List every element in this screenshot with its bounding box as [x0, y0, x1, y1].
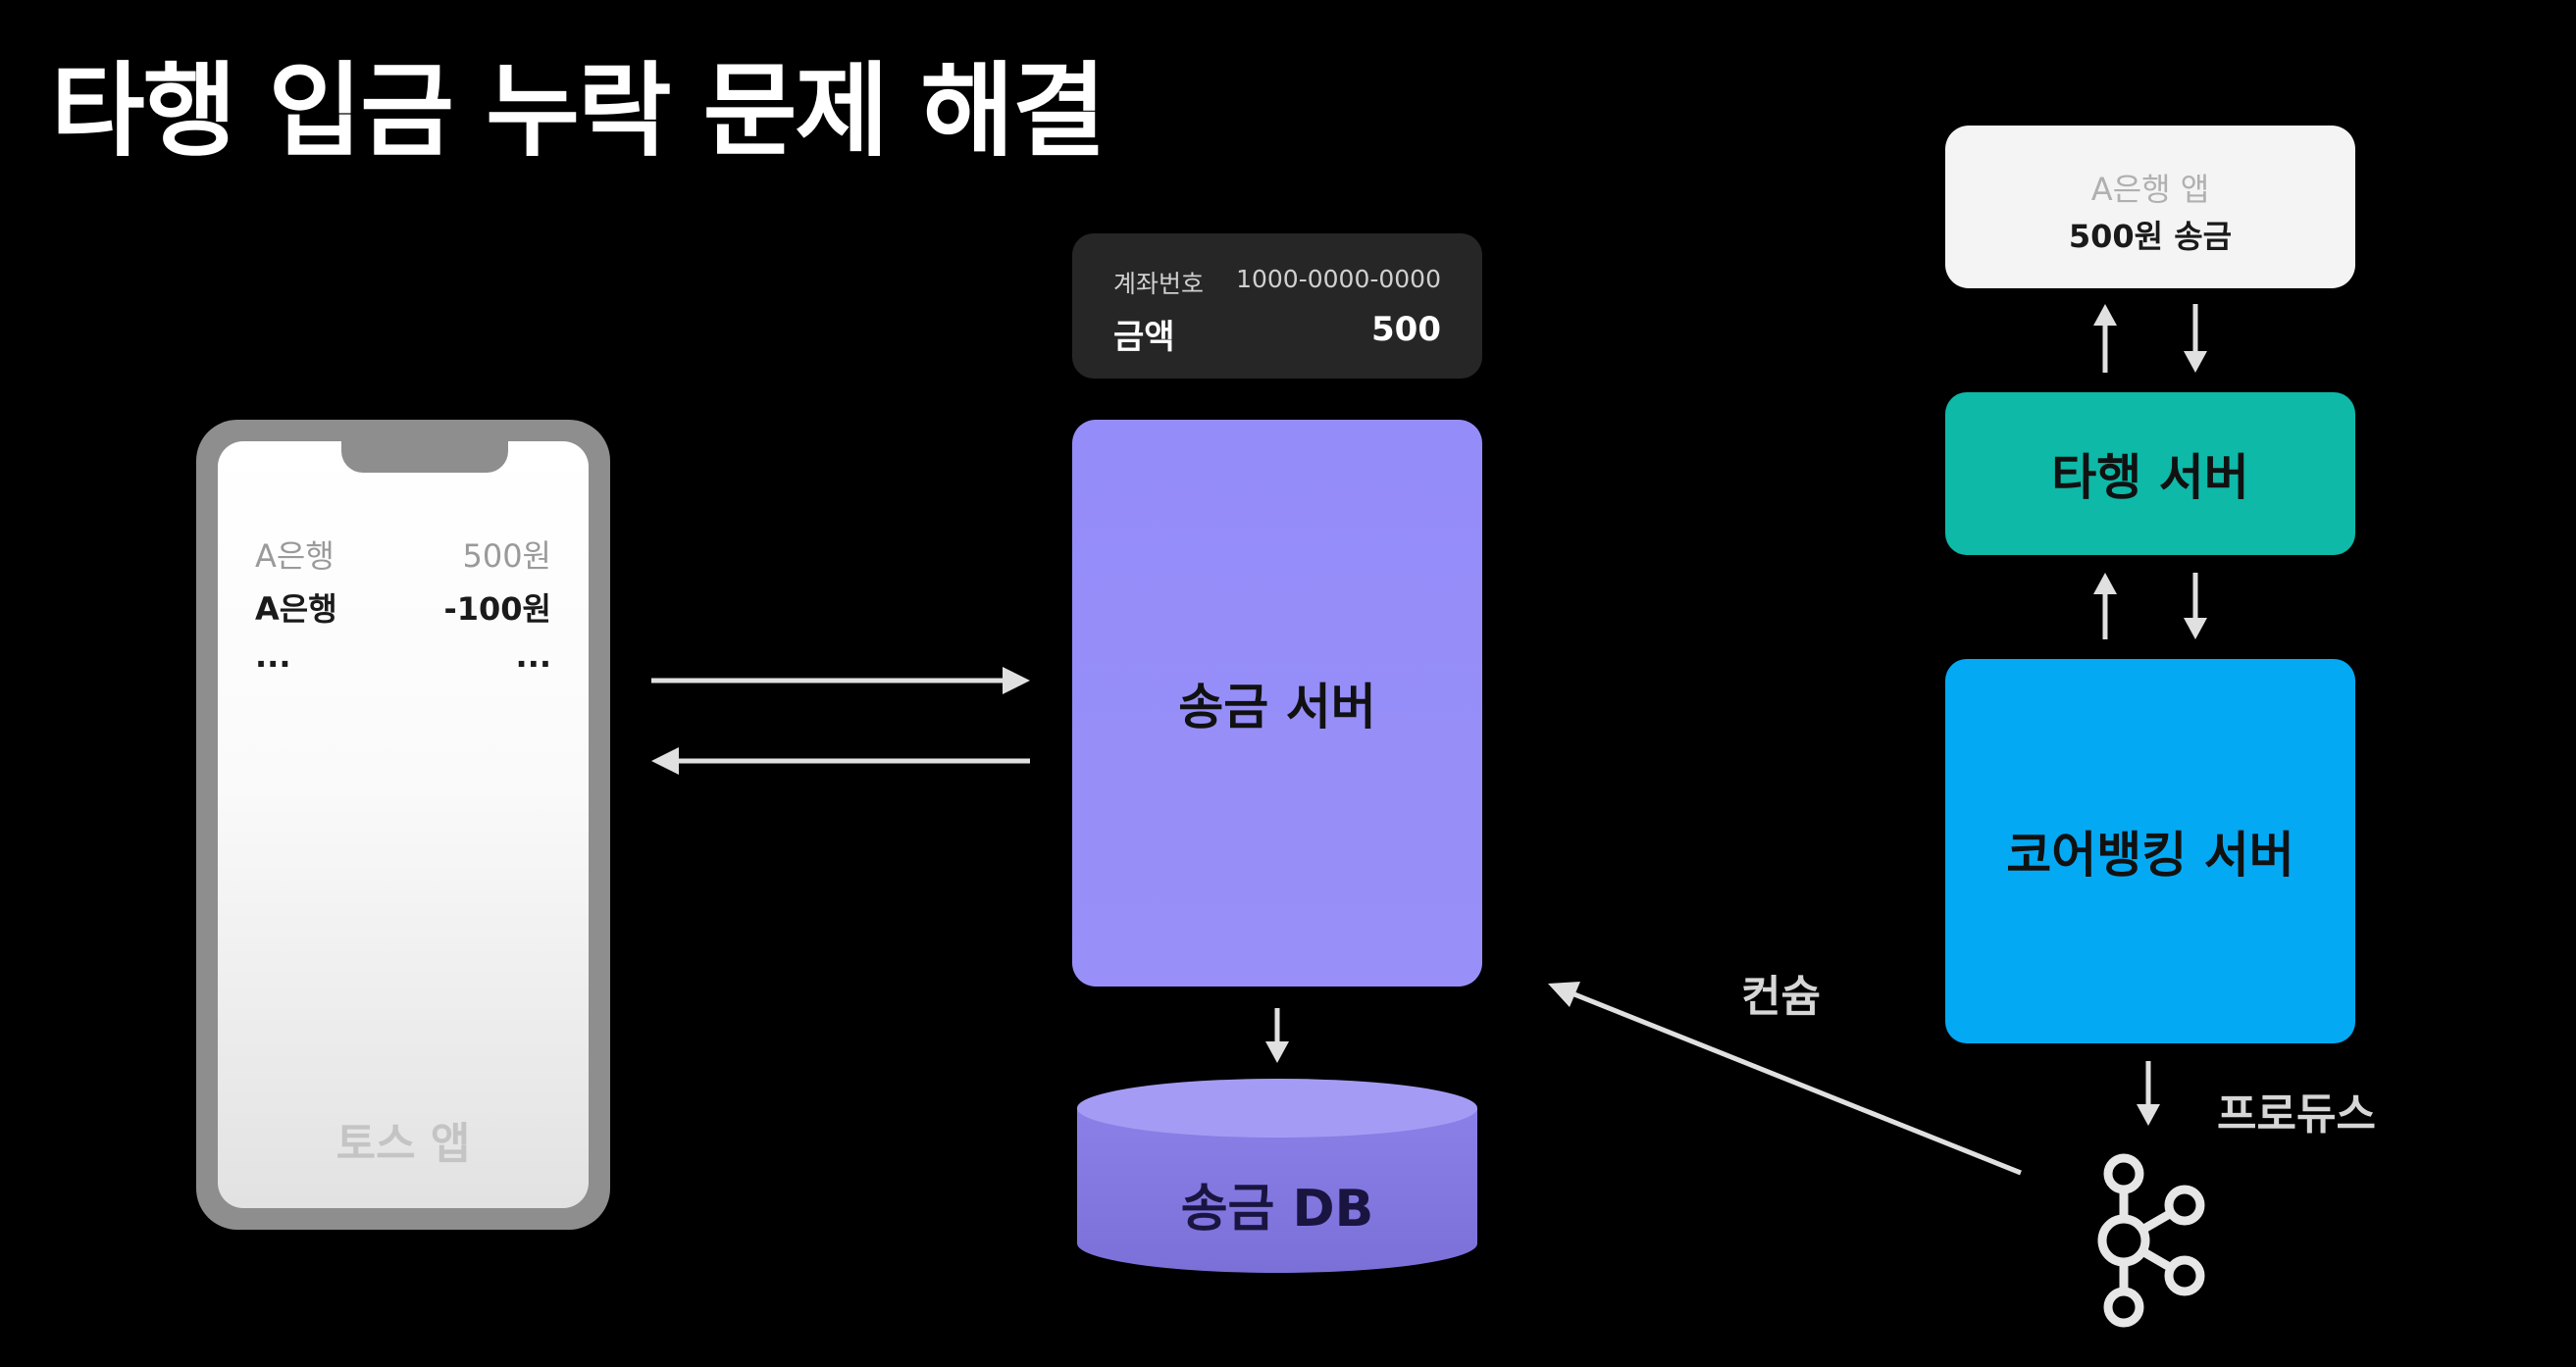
response-arrow-icon — [651, 747, 1030, 775]
phone-screen: A은행 500원 A은행 -100원 ... ... 토스 앱 — [218, 441, 589, 1208]
phone-notch — [341, 441, 508, 473]
phone-frame: A은행 500원 A은행 -100원 ... ... 토스 앱 — [196, 420, 610, 1230]
a-bank-app-action: 500원 송금 — [2068, 218, 2233, 255]
transaction-amount: ... — [515, 637, 551, 675]
core-banking-server-label: 코어뱅킹 서버 — [2006, 827, 2294, 884]
account-number-label: 계좌번호 — [1113, 270, 1205, 298]
transaction-bank: ... — [255, 637, 291, 675]
other-bank-server-label: 타행 서버 — [2051, 449, 2249, 506]
produce-arrow-icon — [2137, 1061, 2160, 1126]
phone-app-label: 토스 앱 — [335, 1119, 471, 1169]
transaction-amount: -100원 — [443, 590, 551, 628]
up-arrow-icon — [2093, 573, 2117, 639]
produce-label: 프로듀스 — [2217, 1089, 2376, 1139]
page-title: 타행 입금 누락 문제 해결 — [51, 51, 1107, 171]
request-arrow-icon — [651, 667, 1030, 694]
up-arrow-icon — [2093, 304, 2117, 373]
core-banking-server-box: 코어뱅킹 서버 — [1945, 659, 2355, 1043]
down-arrow-icon — [2184, 573, 2207, 639]
account-info-card: 계좌번호 1000-0000-0000 금액 500 — [1072, 233, 1482, 379]
transaction-bank: A은행 — [255, 590, 337, 628]
kafka-logo-icon — [2097, 1153, 2205, 1328]
transfer-db-label: 송금 DB — [1180, 1180, 1374, 1239]
transfer-db-cylinder — [1077, 1079, 1477, 1273]
transfer-server-box: 송금 서버 — [1072, 420, 1482, 987]
a-bank-app-name: A은행 앱 — [2090, 171, 2210, 208]
amount-value: 500 — [1371, 310, 1441, 349]
consume-label: 컨슘 — [1741, 972, 1821, 1022]
down-arrow-icon — [2184, 304, 2207, 373]
a-bank-app-box: A은행 앱 500원 송금 — [1945, 126, 2355, 288]
db-write-arrow-icon — [1265, 1008, 1289, 1063]
amount-label: 금액 — [1113, 318, 1175, 357]
transaction-amount: 500원 — [462, 537, 551, 575]
transfer-server-label: 송금 서버 — [1178, 679, 1376, 735]
account-number-value: 1000-0000-0000 — [1236, 265, 1441, 293]
consume-arrow-icon — [1548, 982, 2022, 1176]
other-bank-server-box: 타행 서버 — [1945, 392, 2355, 555]
transaction-bank: A은행 — [255, 537, 335, 575]
